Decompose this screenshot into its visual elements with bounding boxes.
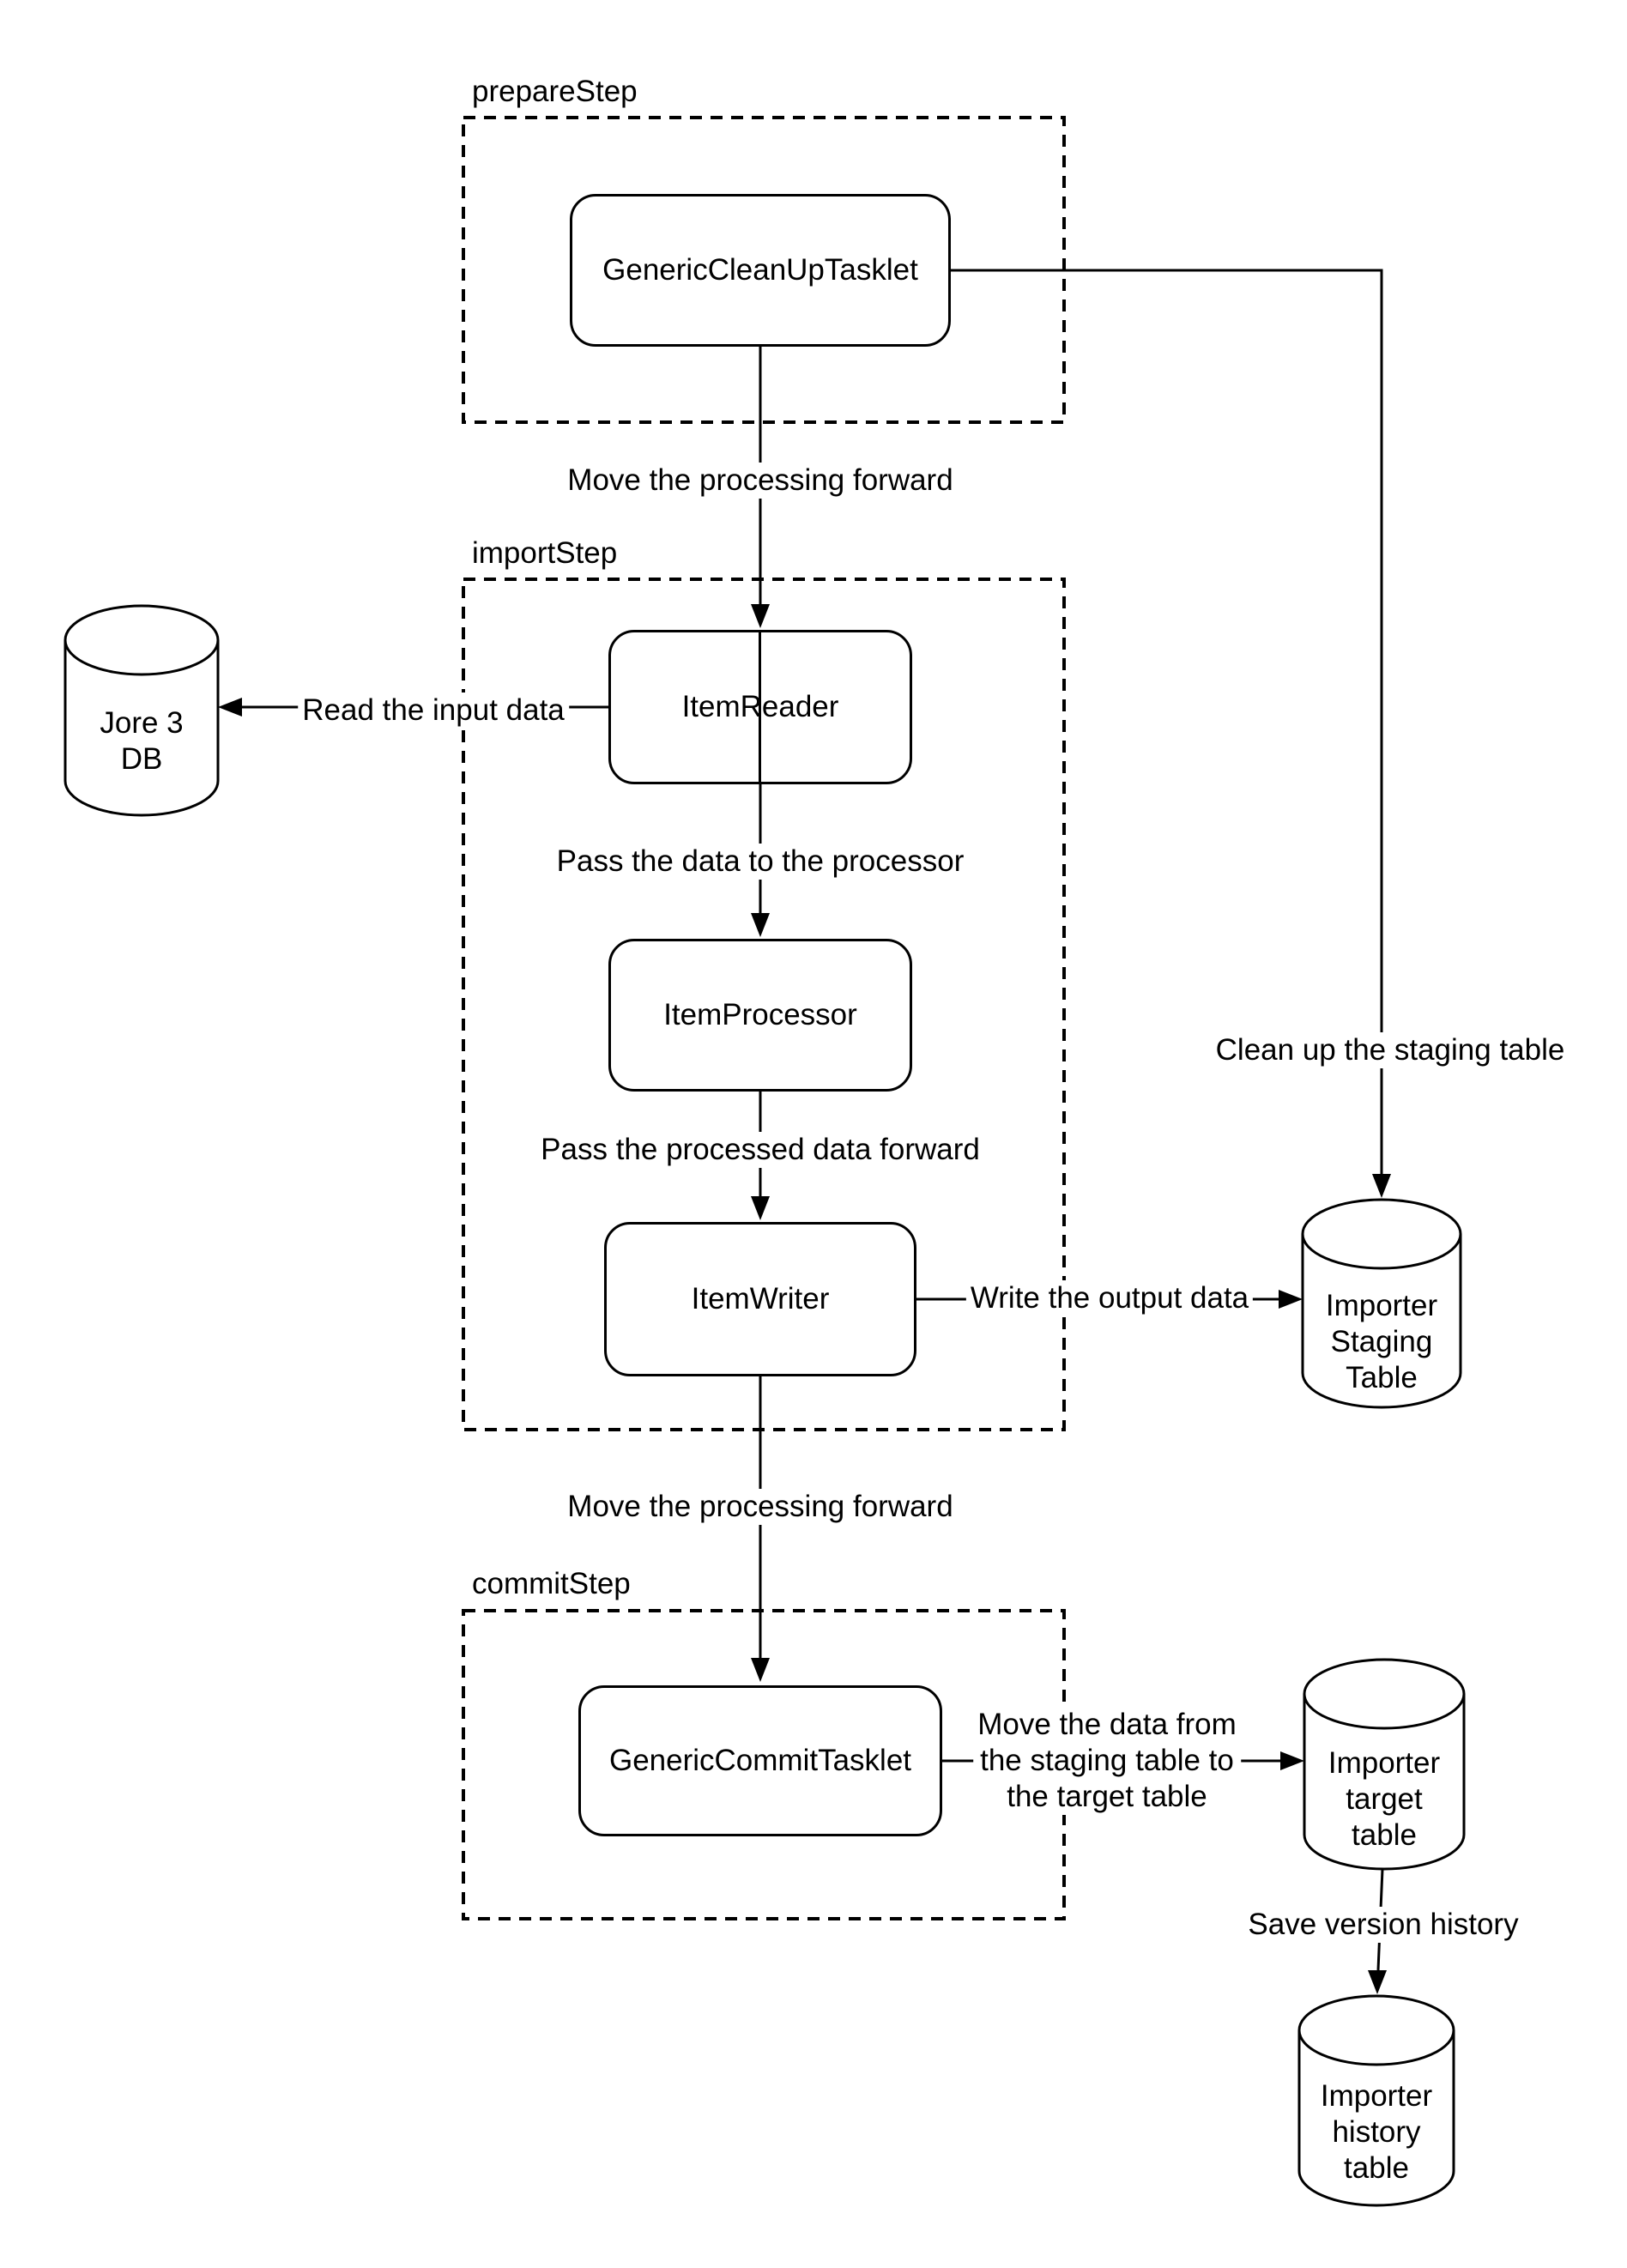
edge-label-cleanup-to-reader: Move the processing forward (563, 463, 958, 499)
edge-reader-to-jore3-arrowhead-icon (218, 698, 242, 717)
node-item-writer: ItemWriter (604, 1222, 916, 1376)
edge-writer-to-commit-arrowhead-icon (751, 1658, 770, 1682)
node-label: ItemProcessor (663, 998, 857, 1031)
edge-label-reader-to-jore3: Read the input data (298, 692, 569, 729)
jore3-db-cylinder-icon (64, 604, 220, 817)
node-item-processor: ItemProcessor (608, 939, 912, 1092)
edge-writer-to-staging-arrowhead-icon (1279, 1290, 1303, 1309)
edge-label-target-to-history: Save version history (1243, 1907, 1523, 1943)
edge-target-to-history-arrowhead-icon (1368, 1970, 1387, 1994)
edge-label-processor-to-writer: Pass the processed data forward (536, 1132, 984, 1168)
staging-table-label-line2: Staging (1330, 1325, 1433, 1358)
jore3-db-label-line2: DB (120, 742, 163, 776)
edge-commit-to-target-arrowhead-icon (1280, 1751, 1304, 1770)
jore3-db-label-line1: Jore 3 (100, 706, 184, 740)
edge-label-reader-to-processor: Pass the data to the processor (552, 844, 969, 880)
node-generic-commit-tasklet: GenericCommitTasklet (578, 1685, 942, 1836)
target-table-label: Importer target table (1304, 1745, 1464, 1854)
history-table-label-line3: table (1344, 2151, 1409, 2185)
edge-reader-to-processor-arrowhead-icon (751, 913, 770, 937)
node-label: GenericCommitTasklet (608, 1744, 912, 1777)
node-generic-cleanup-tasklet: GenericCleanUpTasklet (570, 194, 951, 347)
edge-through-item-reader-line (759, 631, 761, 783)
staging-table-label-line1: Importer (1325, 1289, 1438, 1322)
staging-table-cylinder-icon (1301, 1198, 1462, 1409)
staging-table-label-line3: Table (1346, 1361, 1418, 1394)
node-label: ItemWriter (691, 1282, 830, 1315)
node-label: GenericCleanUpTasklet (602, 253, 918, 287)
group-label-import-step: importStep (472, 536, 618, 570)
edge-cleanup-to-staging-line (951, 269, 1383, 1174)
edge-cleanup-to-staging-arrowhead-icon (1372, 1174, 1391, 1198)
edge-label-commit-to-target-line3: the target table (1007, 1780, 1207, 1813)
staging-table-label: Importer Staging Table (1303, 1288, 1461, 1396)
history-table-cylinder-icon (1297, 1994, 1455, 2207)
target-table-label-line2: target (1346, 1782, 1423, 1816)
edge-label-cleanup-to-staging: Clean up the staging table (1211, 1032, 1570, 1068)
edge-label-writer-to-staging: Write the output data (965, 1280, 1254, 1316)
group-label-prepare-step: prepareStep (472, 75, 638, 108)
edge-cleanup-to-reader-arrowhead-icon (751, 604, 770, 628)
edge-label-commit-to-target: Move the data from the staging table to … (973, 1707, 1241, 1815)
edge-label-commit-to-target-line2: the staging table to (980, 1744, 1234, 1777)
history-table-label-line1: Importer (1320, 2079, 1433, 2113)
target-table-cylinder-icon (1303, 1658, 1466, 1871)
history-table-label: Importer history table (1299, 2078, 1454, 2186)
edge-processor-to-writer-arrowhead-icon (751, 1196, 770, 1220)
commit-step-group-frame (462, 1609, 1066, 1920)
target-table-label-line1: Importer (1328, 1746, 1441, 1780)
edge-label-writer-to-commit: Move the processing forward (563, 1489, 958, 1525)
history-table-label-line2: history (1332, 2115, 1421, 2149)
group-label-commit-step: commitStep (472, 1567, 631, 1600)
jore3-db-label: Jore 3 DB (65, 705, 218, 777)
import-step-group-frame (462, 578, 1066, 1431)
target-table-label-line3: table (1352, 1818, 1417, 1852)
edge-label-commit-to-target-line1: Move the data from (977, 1708, 1237, 1741)
